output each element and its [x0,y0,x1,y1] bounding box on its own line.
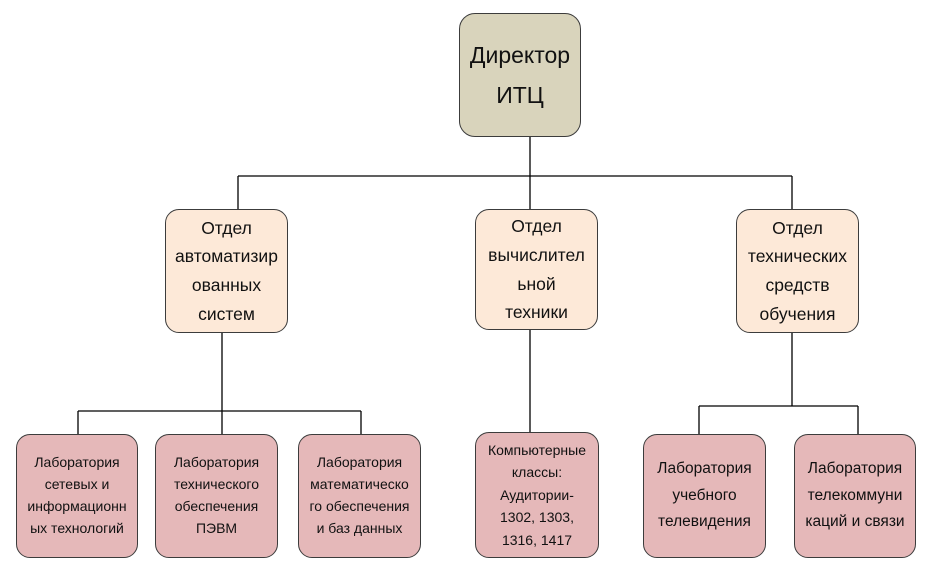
department-line: Отдел [511,216,562,237]
lab-line: 1316, 1417 [501,531,573,548]
department-line: Отдел [201,217,252,238]
department-box-automated-systems: Отдел автоматизир ованных систем [165,209,288,333]
lab-line: 1302, 1303, [500,509,574,526]
director-line: ИТЦ [496,82,544,108]
department-line: ованных [191,275,262,295]
lab-box-network-tech: Лаборатория сетевых и информационн ых те… [16,434,138,558]
lab-line: Аудитории- [500,486,574,503]
department-line: обучения [759,303,836,324]
lab-line: телевидения [658,513,751,531]
lab-line: сетевых и [44,476,110,493]
lab-box-computer-classes: Компьютерные классы: Аудитории- 1302, 13… [475,432,599,558]
lab-box-telecommunications: Лаборатория телекоммуни каций и связи [794,434,916,558]
lab-box-pc-support: Лаборатория технического обеспечения ПЭВ… [155,434,278,558]
department-box-technical-training: Отдел технических средств обучения [736,209,859,333]
department-line: ьной [517,273,556,294]
lab-box-math-databases: Лаборатория математическо го обеспечения… [298,434,421,558]
lab-line: ПЭВМ [195,519,238,536]
lab-line: Лаборатория [34,454,120,471]
lab-line: математическо [310,476,409,493]
lab-box-educational-tv: Лаборатория учебного телевидения [643,434,766,558]
lab-line: Компьютерные [487,442,587,459]
lab-line: и баз данных [316,519,403,536]
lab-line: Лаборатория [807,460,903,478]
lab-line: технического [173,476,260,493]
department-line: вычислител [488,244,585,265]
lab-line: обеспечения [174,498,259,514]
lab-line: го обеспечения [309,498,410,514]
lab-line: Лаборатория [173,454,260,471]
director-box: Директор ИТЦ [459,13,581,137]
department-line: систем [198,303,255,324]
lab-line: Лаборатория [657,460,752,478]
lab-line: ых технологий [30,519,124,536]
department-line: технических [747,246,848,267]
lab-line: информационн [27,498,127,514]
department-line: средств [765,275,830,295]
lab-line: учебного [672,486,737,504]
director-line: Директор [469,41,571,68]
department-box-computing: Отдел вычислител ьной техники [475,209,598,330]
department-line: техники [505,302,568,323]
lab-line: телекоммуни [807,486,903,504]
lab-line: Лаборатория [316,454,403,471]
lab-line: классы: [511,464,563,481]
department-line: автоматизир [175,246,278,267]
lab-line: каций и связи [805,513,905,531]
department-line: Отдел [772,217,823,238]
